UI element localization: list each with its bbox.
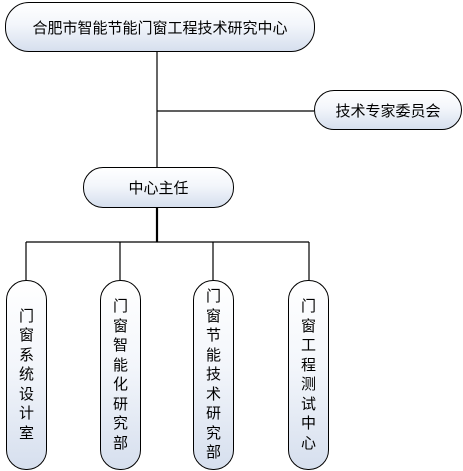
root-node-label: 合肥市智能节能门窗工程技术研究中心: [32, 18, 288, 37]
department-label: 门窗节能技术研究部: [205, 287, 221, 462]
director-label: 中心主任: [128, 179, 189, 197]
director-node: 中心主任: [83, 167, 234, 208]
department-node-energy-saving: 门窗节能技术研究部: [193, 280, 234, 470]
department-label: 门窗智能化研究部: [112, 297, 128, 452]
department-node-testing: 门窗工程测试中心: [288, 280, 329, 470]
department-label: 门窗工程测试中心: [300, 297, 316, 452]
root-node: 合肥市智能节能门窗工程技术研究中心: [5, 2, 315, 52]
department-node-intelligence: 门窗智能化研究部: [100, 280, 141, 470]
advisory-committee-label: 技术专家委员会: [335, 101, 441, 120]
department-label: 门窗系统设计室: [18, 306, 34, 442]
advisory-committee-node: 技术专家委员会: [314, 90, 462, 130]
department-node-system-design: 门窗系统设计室: [6, 280, 47, 470]
